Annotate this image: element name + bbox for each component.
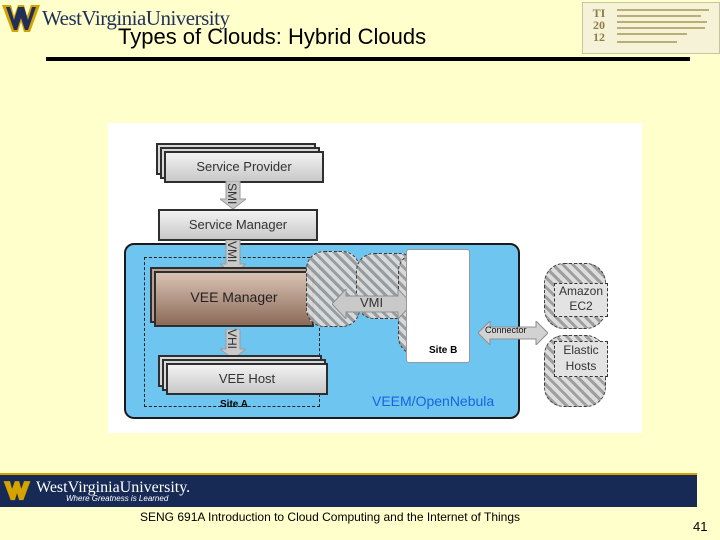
amazon-ec2-box: Amazon EC2 <box>554 283 608 317</box>
course-footer: SENG 691A Introduction to Cloud Computin… <box>140 510 521 524</box>
vhi-label: VHI <box>225 329 239 350</box>
slide-title: Types of Clouds: Hybrid Clouds <box>118 24 427 49</box>
page-number: 41 <box>693 519 708 534</box>
footer-logo-text: WestVirginiaUniversity. <box>36 479 191 496</box>
flying-wv-icon <box>3 481 31 501</box>
service-provider-label: Service Provider <box>196 159 292 174</box>
flying-wv-icon <box>2 5 40 32</box>
site-b-cloud-left <box>306 251 360 327</box>
vhi-arrow <box>220 329 246 359</box>
elastic-hosts-box: Elastic Hosts <box>554 341 608 377</box>
service-manager-box: Service Manager <box>158 209 318 241</box>
connector-label: Connector <box>485 325 527 335</box>
vee-host-box: VEE Host <box>166 363 328 395</box>
smi-label: SMI <box>225 183 239 205</box>
header-rule <box>46 57 690 61</box>
veem-opennebula-label: VEEM/OpenNebula <box>372 393 495 409</box>
service-provider-box: Service Provider <box>164 151 324 183</box>
site-b-label: Site B <box>429 345 458 356</box>
wvu-header-logo: WestVirginiaUniversity <box>2 2 230 38</box>
service-manager-label: Service Manager <box>188 217 288 232</box>
site-b-box <box>406 249 470 363</box>
vee-manager-box: VEE Manager <box>154 271 314 327</box>
site-a-label: Site A <box>220 399 248 410</box>
connector-arrow <box>478 321 548 345</box>
footer-tagline: Where Greatness is Learned <box>66 494 169 503</box>
vee-host-label: VEE Host <box>218 371 276 386</box>
vmi-horizontal-arrow <box>332 289 412 319</box>
footer-band: WestVirginiaUniversity. Where Greatness … <box>0 473 697 507</box>
vmi-vertical-label: VMI <box>225 241 239 263</box>
vmi-horizontal-label: VMI <box>360 295 384 310</box>
hybrid-cloud-diagram: Service Provider SMI Service Manager VMI… <box>108 123 642 433</box>
vee-manager-label: VEE Manager <box>190 289 278 305</box>
wvu-logo-text: WestVirginiaUniversity <box>42 6 230 30</box>
smi-arrow <box>220 181 246 209</box>
